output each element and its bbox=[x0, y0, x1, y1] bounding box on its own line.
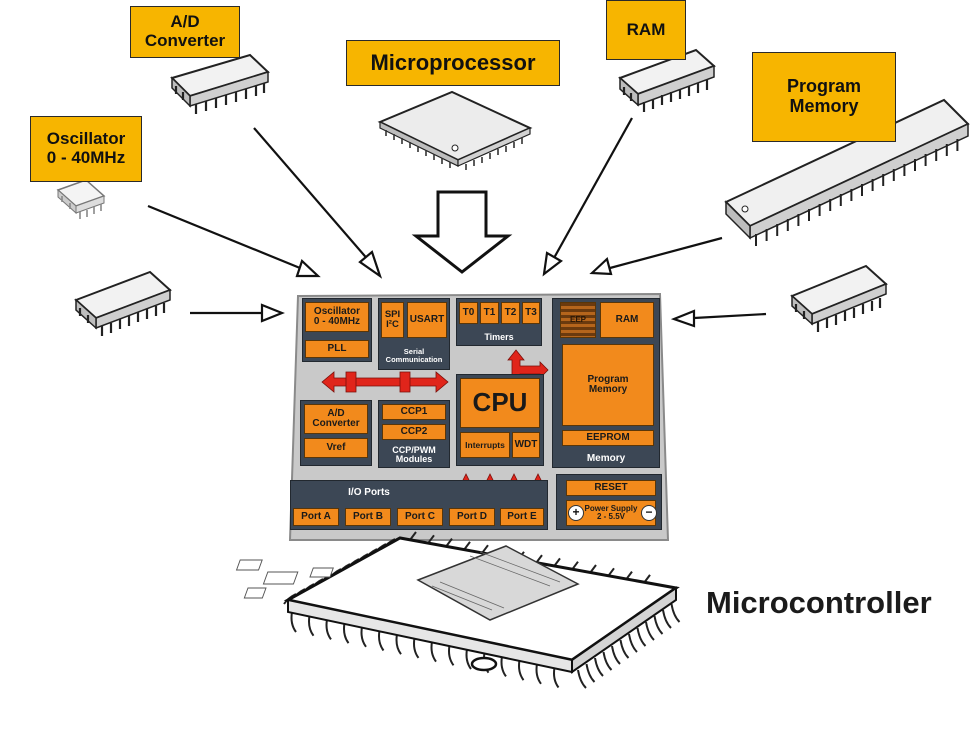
dip-chip-right-icon bbox=[790, 264, 888, 332]
block-ccp2: CCP2 bbox=[382, 424, 446, 440]
block-t0: T0 bbox=[459, 302, 478, 324]
block-ccp1: CCP1 bbox=[382, 404, 446, 420]
caption-ccp-modules: CCP/PWM Modules bbox=[392, 445, 436, 465]
label-ram: RAM bbox=[606, 0, 686, 60]
block-port-d: Port D bbox=[449, 508, 495, 526]
block-port-e: Port E bbox=[500, 508, 544, 526]
label-microprocessor: Microprocessor bbox=[346, 40, 560, 86]
block-port-b: Port B bbox=[345, 508, 391, 526]
dip-chip-left-icon bbox=[74, 270, 172, 336]
caption-serial: Serial Communication bbox=[385, 347, 443, 364]
microcontroller-package-icon bbox=[235, 531, 681, 689]
block-reset: RESET bbox=[566, 480, 656, 496]
oscillator-chip-icon bbox=[56, 179, 106, 219]
caption-io-ports: I/O Ports bbox=[348, 487, 390, 498]
ram-chip-icon bbox=[618, 48, 716, 112]
plus-terminal-icon: + bbox=[568, 505, 584, 521]
microcontroller-title: Microcontroller bbox=[706, 585, 932, 620]
caption-timers: Timers bbox=[484, 332, 514, 342]
big-down-arrow-icon bbox=[411, 190, 513, 274]
block-oscillator: Oscillator 0 - 40MHz bbox=[305, 302, 369, 332]
block-usart: USART bbox=[407, 302, 447, 338]
block-ad-converter: A/D Converter bbox=[304, 404, 368, 434]
ad-converter-chip-icon bbox=[170, 53, 270, 114]
connection-arrows bbox=[147, 117, 767, 328]
label-ad-converter: A/D Converter bbox=[130, 6, 240, 58]
block-program-memory: Program Memory bbox=[562, 344, 654, 426]
block-eeprom: EEPROM bbox=[562, 430, 654, 446]
block-port-a: Port A bbox=[293, 508, 339, 526]
block-wdt: WDT bbox=[512, 432, 540, 458]
block-port-c: Port C bbox=[397, 508, 443, 526]
block-eeprom-stack: EEP bbox=[560, 302, 596, 338]
block-vref: Vref bbox=[304, 438, 368, 458]
block-t2: T2 bbox=[501, 302, 520, 324]
block-t3: T3 bbox=[522, 302, 540, 324]
block-spi: SPI I²C bbox=[381, 302, 404, 338]
minus-terminal-icon: − bbox=[641, 505, 657, 521]
caption-memory: Memory bbox=[586, 453, 626, 464]
microprocessor-chip-icon bbox=[377, 90, 533, 170]
program-memory-chip-icon bbox=[724, 98, 970, 246]
block-ram: RAM bbox=[600, 302, 654, 338]
block-t1: T1 bbox=[480, 302, 499, 324]
label-oscillator: Oscillator 0 - 40MHz bbox=[30, 116, 142, 182]
block-cpu: CPU bbox=[460, 378, 540, 428]
block-pll: PLL bbox=[305, 340, 369, 358]
label-program-memory: Program Memory bbox=[752, 52, 896, 142]
block-interrupts: Interrupts bbox=[460, 432, 510, 458]
